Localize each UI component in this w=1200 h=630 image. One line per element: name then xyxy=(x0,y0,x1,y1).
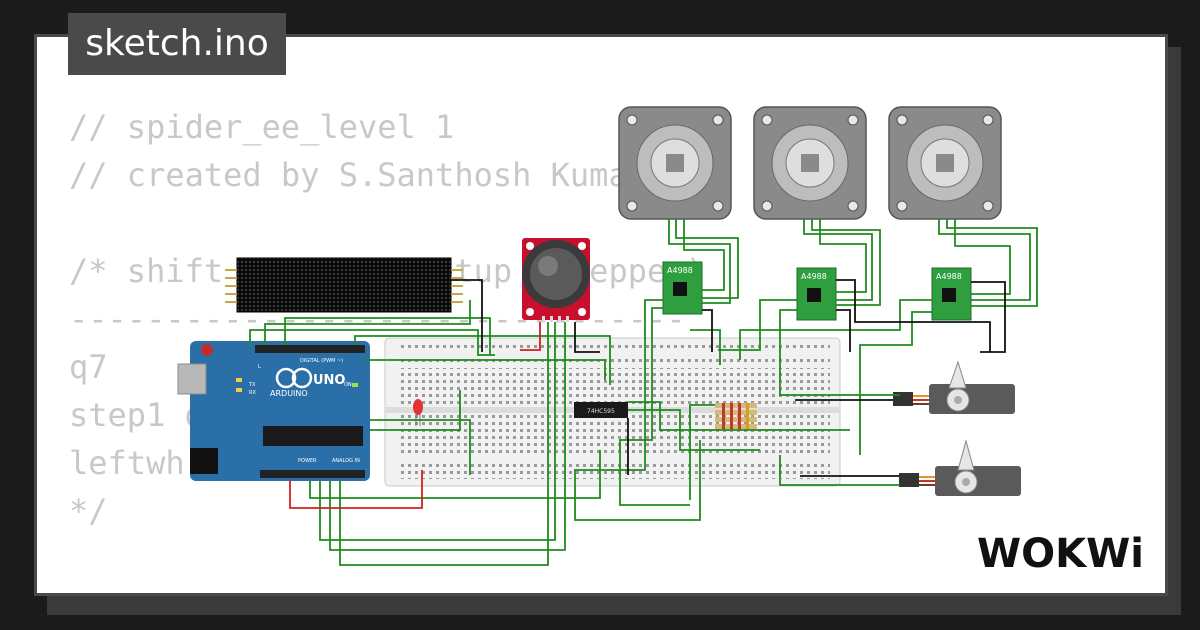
a4988-driver-3: A4988 xyxy=(931,267,972,321)
filename-tab[interactable]: sketch.ino xyxy=(68,13,286,75)
shift-register-chip: 74HC595 xyxy=(574,402,628,418)
wokwi-logo-text: WOKWi xyxy=(977,531,1144,577)
code-line: // xyxy=(69,588,108,593)
servo-motor-2[interactable] xyxy=(899,439,1021,496)
a4988-driver-1: A4988 xyxy=(662,261,703,315)
code-line: */ xyxy=(69,492,108,530)
wires-black xyxy=(451,279,1006,477)
on-label: ON xyxy=(344,382,352,388)
a4988-driver-2: A4988 xyxy=(796,267,837,321)
led-matrix xyxy=(225,257,463,313)
arduino-uno[interactable]: UNO ARDUINO DIGITAL (PWM ~) POWER ANALOG… xyxy=(177,341,370,481)
arduino-brand-text: ARDUINO xyxy=(270,389,308,398)
rx-label: RX xyxy=(249,390,256,396)
code-line: // spider_ee_level 1 xyxy=(69,108,455,146)
uno-label: UNO xyxy=(313,373,346,388)
digital-header-label: DIGITAL (PWM ~) xyxy=(300,358,343,364)
stepper-motor-3[interactable] xyxy=(888,106,1002,220)
wires-red xyxy=(289,322,541,509)
stepper-motor-1[interactable] xyxy=(618,106,732,220)
driver-label: A4988 xyxy=(936,272,962,281)
l-label: L xyxy=(258,364,261,370)
driver-label: A4988 xyxy=(801,272,827,281)
driver-label: A4988 xyxy=(667,266,693,275)
joystick[interactable] xyxy=(522,238,590,322)
resistor-network xyxy=(715,403,757,429)
chip-label: 74HC595 xyxy=(587,408,615,415)
wires xyxy=(249,219,1038,566)
servo-leads xyxy=(913,395,935,486)
power-header-label: POWER xyxy=(298,458,317,464)
tx-label: TX xyxy=(248,382,256,388)
analog-header-label: ANALOG IN xyxy=(332,458,360,464)
servo-motor-1[interactable] xyxy=(893,360,1015,414)
stepper-motor-2[interactable] xyxy=(753,106,867,220)
wokwi-logo: WOKWi xyxy=(977,531,1144,577)
